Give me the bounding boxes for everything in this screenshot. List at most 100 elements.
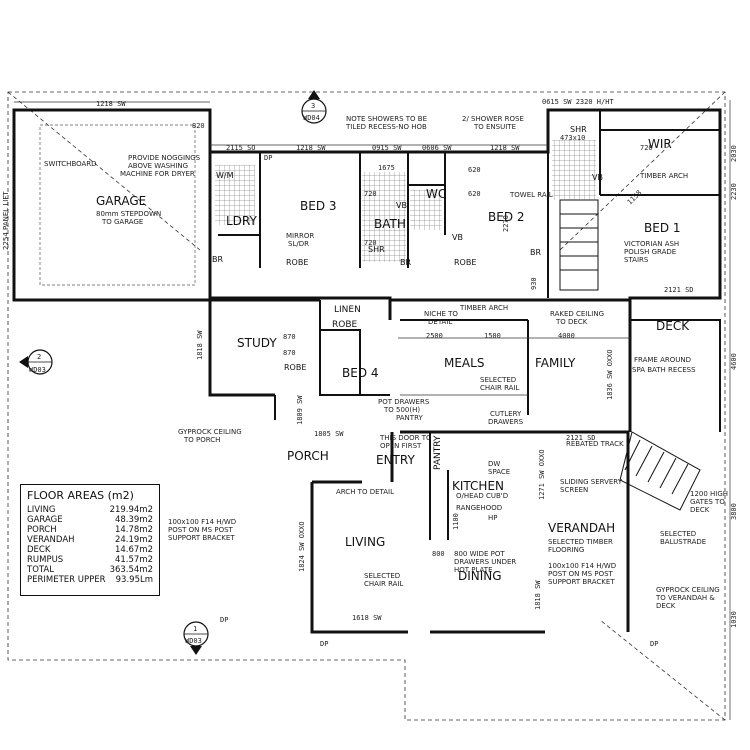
label-vb-1: VB [396, 201, 407, 210]
dim-720-c: 720 [640, 144, 653, 152]
room-living: LIVING [345, 535, 385, 549]
note-showers-2: TILED RECESS-NO HOB [345, 123, 427, 131]
section-marker-1: 1 WD03 [183, 621, 209, 655]
label-br-1: BR [212, 255, 223, 264]
note-noggings-1: PROVIDE NOGGINGS [128, 154, 201, 162]
note-cutlery-1: CUTLERY [490, 410, 522, 418]
dim-0615: 0615 SW 2320 H/HT [542, 98, 614, 106]
note-timberfloor-2: FLOORING [548, 546, 584, 554]
dim-1618: 1618 SW [352, 614, 382, 622]
note-gyproc-4: TO VERANDAH & [655, 594, 715, 602]
room-linen: LINEN [334, 305, 361, 315]
note-noggings-2: ABOVE WASHING [128, 162, 188, 170]
dim-3800: 3800 [730, 503, 738, 520]
note-door-2: OPEN FIRST [380, 442, 422, 450]
note-chair-2: CHAIR RAIL [480, 384, 520, 392]
label-shr-2: SHR [570, 125, 587, 134]
label-robe-study: ROBE [284, 363, 306, 372]
note-raked-1: RAKED CEILING [550, 310, 604, 318]
section-marker-2: 2 WD03 [19, 349, 53, 375]
note-post-3: SUPPORT BRACKET [168, 534, 235, 542]
dim-1030: 1030 [730, 611, 738, 628]
room-meals: MEALS [444, 356, 484, 370]
note-raked-2: TO DECK [555, 318, 588, 326]
dim-720-a: 720 [364, 190, 377, 198]
note-niche-1: NICHE TO [424, 310, 458, 318]
dim-1271: 1271 SW OXXO [538, 449, 546, 500]
note-frame-2: SPA BATH RECESS [632, 366, 696, 374]
svg-text:3: 3 [311, 102, 315, 110]
room-family: FAMILY [535, 356, 576, 370]
room-ldry: LDRY [226, 214, 257, 228]
dim-4600: 4600 [730, 353, 738, 370]
interior-walls [218, 110, 721, 540]
svg-text:WD04: WD04 [303, 114, 320, 122]
dim-800: 800 [432, 550, 445, 558]
room-study: STUDY [237, 336, 277, 350]
note-post-4: 100x100 F14 H/WD [548, 562, 616, 570]
room-kitchen: KITCHEN [452, 479, 504, 493]
dim-870-a: 870 [283, 333, 296, 341]
note-sliding-2: SCREEN [560, 486, 588, 494]
note-timberfloor-1: SELECTED TIMBER [548, 538, 613, 546]
note-post-1: 100x100 F14 H/WD [168, 518, 236, 526]
dp-3: DP [320, 640, 328, 648]
dim-2115: 2115 SO [226, 144, 256, 152]
bath-tiles [362, 172, 406, 262]
room-entry: ENTRY [376, 453, 415, 467]
room-dining: DINING [458, 569, 502, 583]
room-porch: PORCH [287, 449, 329, 463]
note-rebated: REBATED TRACK [566, 440, 624, 448]
note-towel: TOWEL RAIL [509, 191, 553, 199]
dimensions: 1218 SW 2115 SO 1218 SW 0915 SW 0606 SW … [96, 98, 738, 648]
room-deck: DECK [656, 319, 690, 333]
dim-0606: 0606 SW [422, 144, 452, 152]
roof-outline [7, 91, 726, 721]
note-rose-1: 2/ SHOWER ROSE [462, 115, 524, 123]
note-mirror-2: SL/DR [288, 240, 309, 248]
dp-2: DP [220, 616, 228, 624]
dim-1836: 1836 SW OXXO [606, 349, 614, 400]
verandah-walls [530, 430, 630, 632]
note-chair-3: SELECTED [364, 572, 400, 580]
note-door-1: THIS DOOR TO [379, 434, 432, 442]
dim-2030: 2030 [730, 145, 738, 162]
ensuite-tiles [552, 140, 596, 200]
note-rangehood: RANGEHOOD [456, 504, 502, 512]
note-potdrawers-1: POT DRAWERS [378, 398, 430, 406]
dim-473: 473x10 [560, 134, 585, 142]
note-gates-2: GATES TO [690, 498, 725, 506]
note-panel-lift: 2254 PANEL LIFT [2, 191, 10, 250]
section-marker-3: 3 WD04 [301, 90, 327, 124]
note-timber-arch-1: TIMBER ARCH [639, 172, 688, 180]
note-vicash-2: POLISH GRADE [624, 248, 676, 256]
note-arch: ARCH TO DETAIL [336, 488, 394, 496]
note-wide-3: HOT PLATE [454, 566, 493, 574]
note-post-6: SUPPORT BRACKET [548, 578, 615, 586]
dim-930: 930 [530, 277, 538, 290]
dim-1218-c: 1218 SW [490, 144, 520, 152]
living-walls [310, 482, 545, 634]
note-potdrawers-2: TO 500(H) [383, 406, 420, 414]
living-zone-walls [388, 300, 632, 432]
dim-1500: 1500 [484, 332, 501, 340]
label-shr-1: SHR [368, 245, 385, 254]
dim-870-b: 870 [283, 349, 296, 357]
deck-stairs [559, 199, 701, 511]
note-cutlery-2: DRAWERS [488, 418, 524, 426]
room-garage: GARAGE [96, 194, 146, 208]
note-gyproc-2: TO PORCH [183, 436, 220, 444]
note-noggings-3: MACHINE FOR DRYER [120, 170, 195, 178]
dp-1: DP [264, 154, 272, 162]
label-br-2: BR [400, 258, 411, 267]
note-potdrawers-3: PANTRY [396, 414, 423, 422]
note-gyproc-5: DECK [656, 602, 676, 610]
note-space: SPACE [488, 468, 510, 476]
dim-1675: 1675 [378, 164, 395, 172]
